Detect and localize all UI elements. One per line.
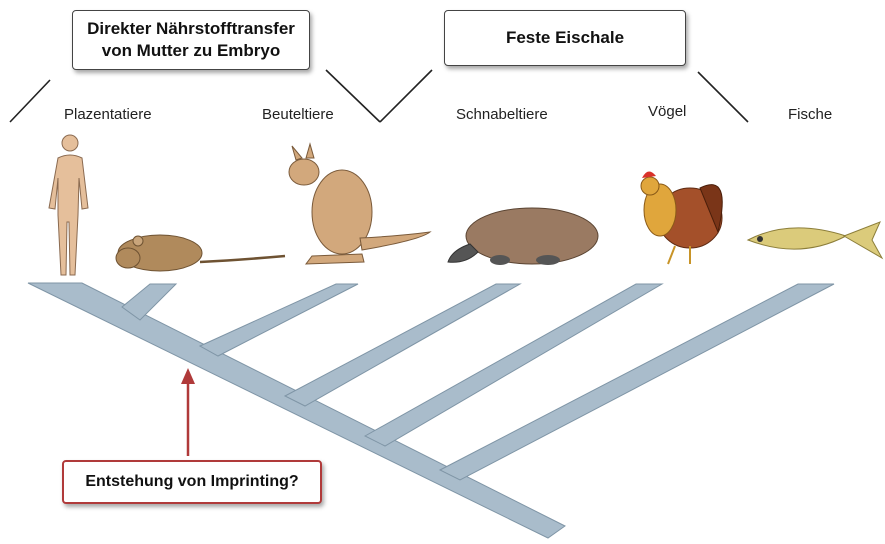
bracket-line-left (380, 70, 432, 122)
bracket-line-right (698, 72, 748, 122)
imprinting-box: Entstehung von Imprinting? (62, 460, 322, 504)
bracket-line-left (10, 80, 50, 122)
nutrient-transfer-box: Direkter Nährstofftransfer von Mutter zu… (72, 10, 310, 70)
fish-illustration (748, 222, 882, 258)
rodent-illustration (116, 235, 285, 271)
taxon-label-birds: Vögel (648, 103, 686, 120)
taxon-label-fish: Fische (788, 106, 832, 123)
imprinting-arrow (181, 368, 195, 456)
nutrient-transfer-line-1: Direkter Nährstofftransfer (87, 18, 295, 40)
taxon-label-marsupials: Beuteltiere (262, 106, 334, 123)
rooster-illustration (641, 171, 722, 264)
bracket-line-right (326, 70, 380, 122)
taxon-label-monotremes: Schnabeltiere (456, 106, 548, 123)
platypus-illustration (448, 208, 598, 265)
human-illustration (49, 135, 88, 275)
tree-branch-fish (440, 284, 834, 480)
kangaroo-illustration (289, 144, 430, 264)
nutrient-transfer-line-2: von Mutter zu Embryo (87, 40, 295, 62)
eggshell-label: Feste Eischale (506, 27, 624, 49)
taxon-label-placentals: Plazentatiere (64, 106, 152, 123)
imprinting-label: Entstehung von Imprinting? (85, 471, 298, 493)
eggshell-box: Feste Eischale (444, 10, 686, 66)
tree-branch-marsupials (200, 284, 358, 356)
tree-branch-birds (365, 284, 662, 446)
